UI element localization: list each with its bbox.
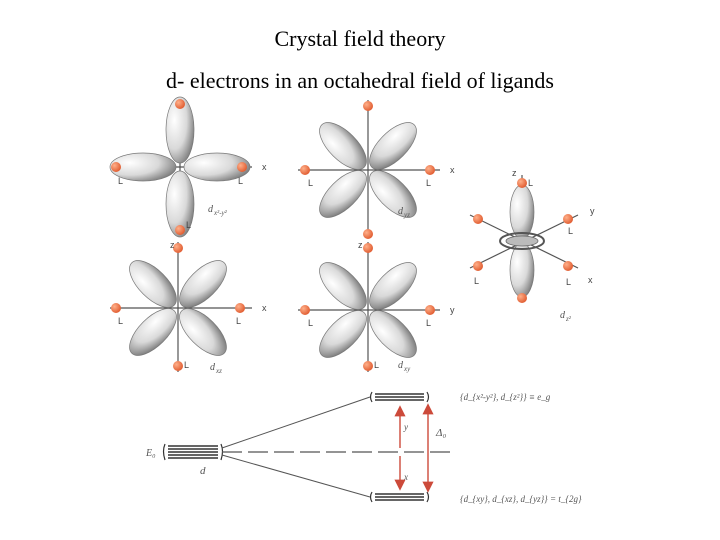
svg-text:L: L: [118, 176, 123, 186]
orbital-dz2: z L y x L L L d z²: [469, 168, 595, 323]
svg-text:yz: yz: [403, 211, 410, 219]
svg-text:d: d: [560, 310, 566, 321]
page-subtitle: d- electrons in an octahedral field of l…: [166, 68, 554, 93]
y-label: y: [403, 422, 408, 432]
svg-text:L: L: [566, 277, 571, 287]
svg-text:L: L: [186, 220, 191, 230]
orbital-dxy: z L L L y d xy: [298, 240, 455, 373]
svg-text:xy: xy: [403, 365, 411, 373]
svg-text:L: L: [118, 316, 123, 326]
svg-text:L: L: [474, 276, 479, 286]
t2g-level: [369, 491, 430, 503]
orbital-dxz: z L L L x d xz: [110, 240, 267, 375]
svg-text:z²: z²: [565, 315, 572, 323]
eg-level: [369, 391, 430, 403]
svg-text:L: L: [238, 176, 243, 186]
svg-text:y: y: [450, 305, 455, 315]
svg-text:x: x: [262, 162, 267, 172]
delta-label: Δ₀: [435, 427, 446, 439]
svg-text:xz: xz: [215, 367, 222, 375]
svg-text:d: d: [210, 362, 216, 373]
orbital-dyz: L L x d yz: [298, 100, 455, 239]
svg-text:L: L: [236, 316, 241, 326]
svg-text:z: z: [512, 168, 517, 178]
orbital-dx2y2: L L L x d x²-y²: [109, 96, 267, 238]
svg-text:L: L: [568, 226, 573, 236]
svg-text:x²-y²: x²-y²: [213, 209, 228, 217]
svg-text:x: x: [262, 303, 267, 313]
svg-text:d: d: [398, 206, 404, 217]
svg-text:L: L: [528, 178, 533, 188]
energy-diagram: E₀ d y x Δ₀ {d_{: [145, 391, 582, 504]
free-ion-orbital-label: d: [200, 465, 206, 477]
svg-text:d: d: [398, 360, 404, 371]
svg-text:x: x: [450, 165, 455, 175]
page-title: Crystal field theory: [274, 26, 446, 51]
svg-text:L: L: [308, 318, 313, 328]
svg-text:x: x: [588, 275, 593, 285]
svg-text:z: z: [170, 240, 175, 250]
svg-text:L: L: [308, 178, 313, 188]
svg-text:y: y: [590, 206, 595, 216]
svg-text:L: L: [374, 360, 379, 370]
x-label: x: [403, 472, 408, 482]
free-ion-label: E₀: [145, 448, 156, 459]
free-ion-level: [162, 443, 224, 461]
eg-label: {d_{x²-y²}, d_{z²}} ≡ e_g: [460, 392, 551, 402]
svg-text:L: L: [426, 318, 431, 328]
svg-text:d: d: [208, 204, 214, 215]
t2g-label: {d_{xy}, d_{xz}, d_{yz}} = t_{2g}: [460, 494, 582, 504]
svg-text:L: L: [426, 178, 431, 188]
svg-text:L: L: [184, 360, 189, 370]
svg-text:z: z: [358, 240, 363, 250]
